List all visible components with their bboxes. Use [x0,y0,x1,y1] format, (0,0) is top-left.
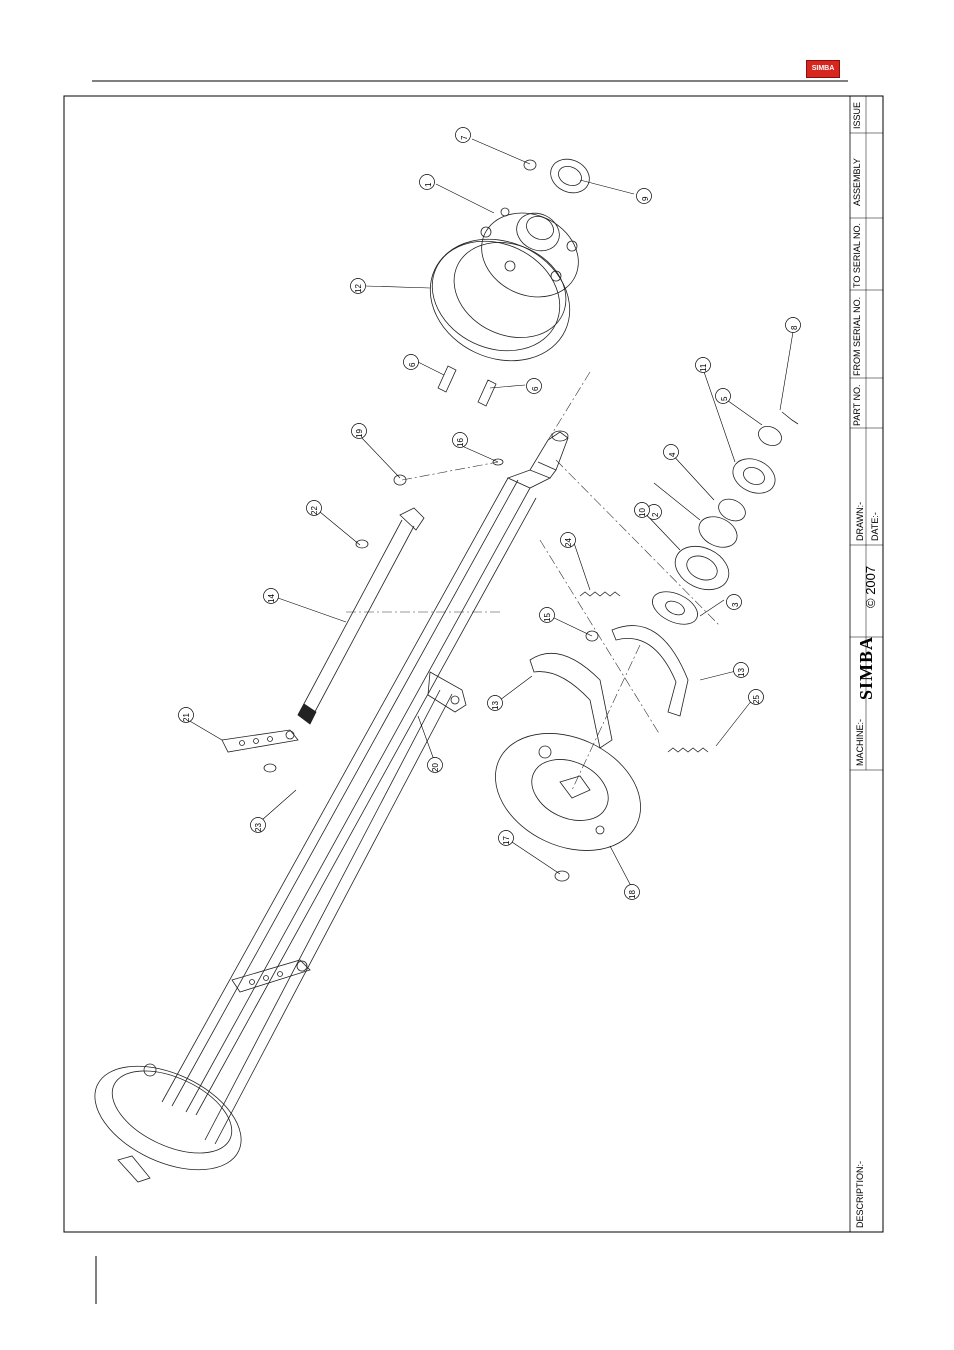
wheel-studs [438,366,496,406]
drawn-label: DRAWN:- [855,502,865,541]
issue-label: ISSUE [852,102,862,129]
callout-12: 12 [354,284,363,293]
callout-9: 9 [641,197,650,201]
callout-8: 8 [790,326,799,330]
callout-6a: 6 [408,363,417,367]
callout-20: 20 [431,763,440,772]
brake-shoes [530,626,688,748]
grease-nipple [524,160,536,170]
castle-nut [755,412,798,449]
callout-1: 1 [424,183,433,187]
callout-21: 21 [182,713,191,722]
from-serial-label: FROM SERIAL NO. [852,297,862,376]
callout-14: 14 [267,594,276,603]
callout-13b: 13 [737,668,746,677]
part-no-label: PART NO. [852,384,862,426]
callout-3: 3 [731,603,740,607]
callout-4: 4 [668,453,677,457]
date-label: DATE:- [870,512,880,541]
callout-24: 24 [564,538,573,547]
lever-arm [222,730,298,752]
callout-22: 22 [310,506,319,515]
assembly-centre-lines [346,372,720,790]
drawing-frame [64,96,883,1232]
callout-5: 5 [720,397,729,401]
callout-10: 10 [638,508,647,517]
callout-23: 23 [254,823,263,832]
callout-18: 18 [628,890,637,899]
callout-13a: 13 [491,701,500,710]
copyright: © 2007 [863,566,878,608]
callout-7: 7 [460,136,469,140]
callout-15: 15 [543,613,552,622]
machine-label: MACHINE:- [855,719,865,766]
to-serial-label: TO SERIAL NO. [852,223,862,288]
callout-16: 16 [456,438,465,447]
brake-drum [410,217,590,383]
simba-brand: SIMBA [856,636,877,700]
wheel-hub [468,198,592,313]
callout-17: 17 [502,836,511,845]
stub-spindle [530,431,568,478]
brake-backplate [476,711,659,873]
hub-cap [545,153,595,199]
bearings-and-seals [647,452,780,631]
return-springs [580,592,708,752]
description-label: DESCRIPTION:- [855,1161,865,1228]
assembly-label: ASSEMBLY [852,158,862,206]
callout-6b: 6 [531,387,540,391]
callout-25: 25 [752,695,761,704]
callout-leaders [188,139,794,888]
callout-11: 11 [699,364,708,372]
callout-19: 19 [355,429,364,438]
axle-assembly-drawing [79,153,798,1191]
axle-tube [162,470,550,1115]
far-brake-assembly [79,1045,258,1191]
callout-2: 2 [651,513,660,517]
